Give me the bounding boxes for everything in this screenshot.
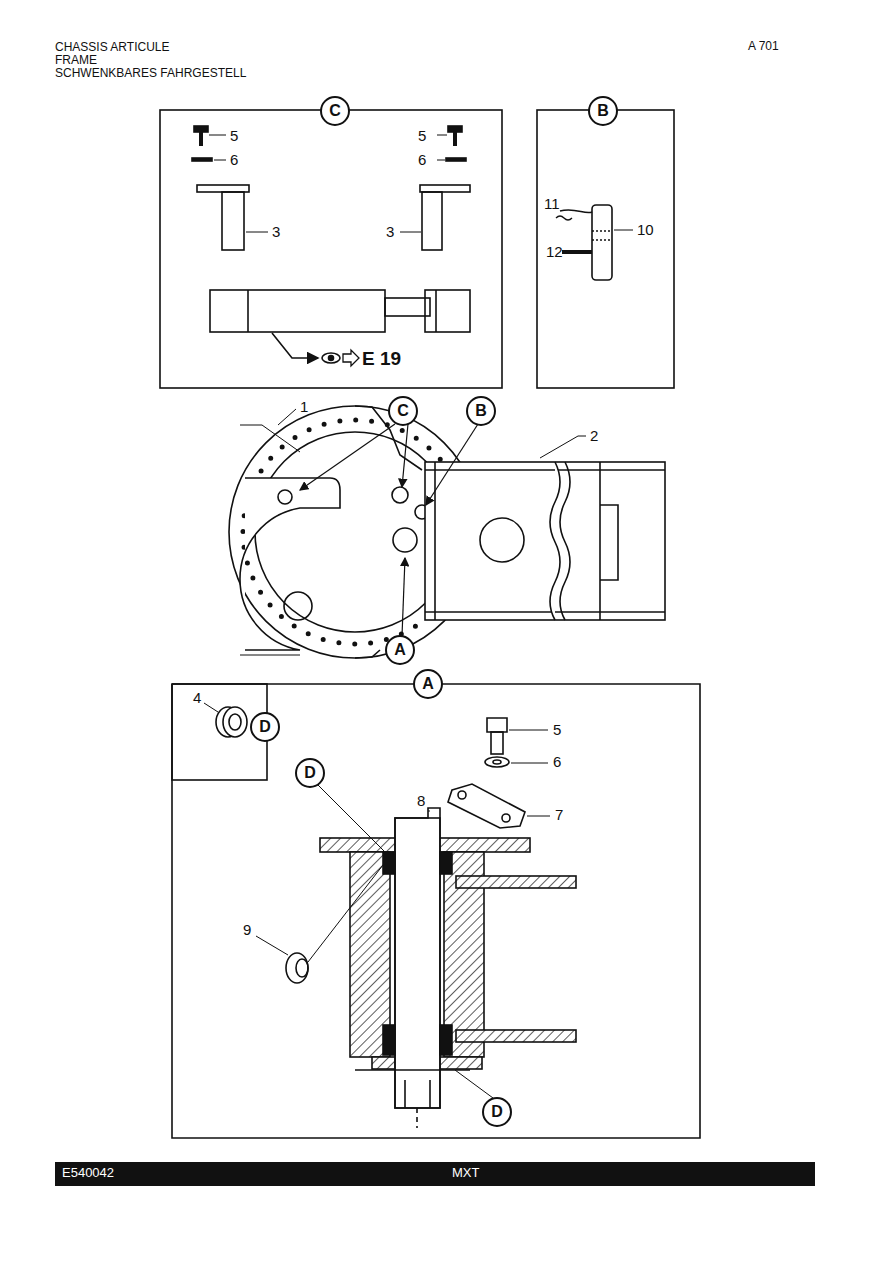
callout-circle: B (466, 396, 496, 426)
callout-number: 6 (230, 152, 238, 169)
callout-number: 4 (193, 690, 201, 707)
view-letter: A (394, 642, 406, 658)
callout-number: 1 (300, 399, 308, 416)
view-letter: B (597, 103, 609, 119)
callout-circle: C (388, 396, 418, 426)
footer-code: E540042 (62, 1166, 114, 1180)
footer-code: MXT (452, 1166, 479, 1180)
callout-circle: B (588, 96, 618, 126)
reference: E 19 (362, 349, 401, 370)
page-number: A 701 (748, 40, 779, 53)
view-letter: A (422, 676, 434, 692)
view-letter: B (475, 403, 487, 419)
callout-number: 11 (544, 196, 560, 213)
callout-circle: D (250, 712, 280, 742)
callout-circle: D (295, 758, 325, 788)
callout-number: 2 (590, 428, 598, 445)
callout-number: 5 (553, 722, 561, 739)
callout-number: 7 (555, 807, 563, 824)
title-text: SCHWENKBARES FAHRGESTELL (55, 67, 246, 80)
view-letter: C (397, 403, 409, 419)
callout-circle: A (385, 635, 415, 665)
callout-number: 12 (546, 244, 563, 261)
callout-number: 6 (553, 754, 561, 771)
callout-number: 10 (637, 222, 654, 239)
title-text: CHASSIS ARTICULE (55, 41, 169, 54)
callout-circle: C (320, 96, 350, 126)
callout-number: 5 (230, 128, 238, 145)
callout-number: 3 (386, 224, 394, 241)
callout-number: 8 (417, 793, 425, 810)
title-text: FRAME (55, 54, 97, 67)
view-letter: D (304, 765, 316, 781)
callout-number: 9 (243, 922, 251, 939)
view-letter: D (491, 1104, 503, 1120)
view-letter: D (259, 719, 271, 735)
callout-number: 5 (418, 128, 426, 145)
callout-circle: A (413, 669, 443, 699)
callout-number: 6 (418, 152, 426, 169)
callout-circle: D (482, 1097, 512, 1127)
view-letter: C (329, 103, 341, 119)
callout-number: 3 (272, 224, 280, 241)
